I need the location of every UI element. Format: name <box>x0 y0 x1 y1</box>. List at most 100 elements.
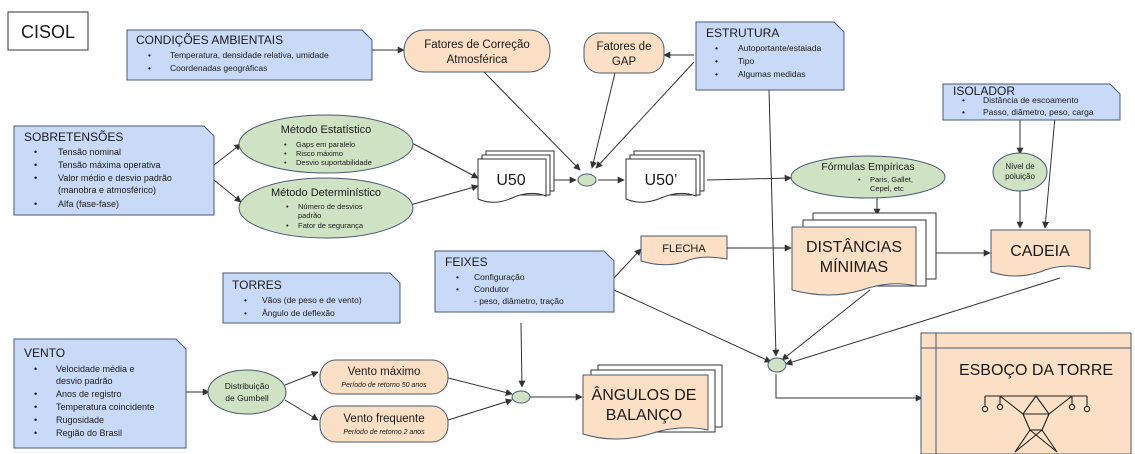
condicoes-ambientais-box: CONDIÇÕES AMBIENTAIS • Temperatura, dens… <box>126 29 373 81</box>
metodo-estatistico-title: Método Estatístico <box>281 124 372 136</box>
svg-text:•: • <box>34 199 37 209</box>
nivel-poluicao-oval: Nível de poluição <box>992 152 1048 192</box>
edge-sobretensoes-to-estatistico <box>213 143 242 166</box>
edge-feixes-to-junction2 <box>613 289 772 363</box>
svg-text:•: • <box>34 428 37 438</box>
edge-torres-to-junction3 <box>518 322 526 388</box>
svg-text:•: • <box>962 107 965 117</box>
vento-maximo-box: Vento máximo Período de retorno 50 anos <box>319 359 449 395</box>
sobretensoes-item-1: Tensão nominal <box>58 147 121 157</box>
metodo-estatistico-item-1: Gaps em paralelo <box>296 140 355 149</box>
svg-text:•: • <box>286 202 289 211</box>
svg-text:•: • <box>456 284 459 294</box>
metodo-estatistico-oval: Método Estatístico • Gaps em paralelo • … <box>238 114 414 174</box>
sobretensoes-box: SOBRETENSÕES • Tensão nominal • Tensão m… <box>13 125 215 216</box>
edge-sobretensoes-to-deterministico <box>213 179 242 203</box>
distancias-line-1: DISTÂNCIAS <box>806 237 902 256</box>
angulos-line-1: ÂNGULOS DE <box>592 385 697 404</box>
svg-text:•: • <box>34 160 37 170</box>
metodo-estatistico-item-3: Desvio suportabilidade <box>296 158 372 167</box>
formulas-empiricas-oval: Fórmulas Empíricas • Paris, Gallet, Cepe… <box>790 155 946 199</box>
vento-item-1: Velocidade média e <box>56 364 135 374</box>
estrutura-item-1: Autoportante/estaiada <box>738 43 821 53</box>
svg-text:•: • <box>456 272 459 282</box>
nivel-poluicao-line-1: Nível de <box>1005 162 1035 171</box>
vento-maximo-title: Vento máximo <box>348 366 421 378</box>
feixes-item-1: Configuração <box>474 272 525 282</box>
edge-distribuicao-to-vento-maximo <box>284 371 319 386</box>
fatores-gap-box: Fatores de GAP <box>583 32 665 74</box>
isolador-item-2: Passo, diâmetro, peso, carga <box>983 107 1094 117</box>
estrutura-title: ESTRUTURA <box>706 26 779 40</box>
vento-frequente-title: Vento frequente <box>343 413 424 425</box>
u50-prime-document: U50’ <box>625 150 705 203</box>
svg-text:•: • <box>34 389 37 399</box>
estrutura-item-2: Tipo <box>738 56 754 66</box>
angulos-line-2: BALANÇO <box>606 407 682 424</box>
edge-junction2-to-esboco <box>775 374 920 399</box>
sobretensoes-title: SOBRETENSÕES <box>24 129 123 144</box>
tower-sketch-icon <box>981 395 1091 453</box>
esboco-label: ESBOÇO DA TORRE <box>959 362 1113 379</box>
isolador-title: ISOLADOR <box>953 84 1015 98</box>
formulas-title: Fórmulas Empíricas <box>821 161 914 173</box>
metodo-deterministico-item-1b: padrão <box>298 211 321 220</box>
svg-text:•: • <box>244 295 247 305</box>
svg-text:•: • <box>34 173 37 183</box>
edge-distribuicao-to-vento-frequente <box>284 399 319 421</box>
edge-estrutura-to-junction <box>595 61 695 169</box>
svg-text:•: • <box>34 402 37 412</box>
svg-text:•: • <box>284 158 287 167</box>
edge-fatores-correcao-to-junction <box>483 71 581 171</box>
metodo-deterministico-title: Método Determinístico <box>271 187 381 199</box>
metodo-deterministico-oval: Método Determinístico • Número de desvio… <box>238 177 414 239</box>
sobretensoes-item-3b: (manobra e atmosférico) <box>58 185 156 195</box>
vento-box: VENTO • Velocidade média e desvio padrão… <box>13 338 187 449</box>
estrutura-box: ESTRUTURA • Autoportante/estaiada • Tipo… <box>695 21 845 91</box>
formulas-item-1: Paris, Gallet, <box>870 175 913 184</box>
svg-text:•: • <box>284 149 287 158</box>
edge-cadeia-to-junction2 <box>785 277 1061 366</box>
vento-item-1b: desvio padrão <box>56 376 113 386</box>
metodo-deterministico-item-2: Fator de segurança <box>298 221 364 230</box>
svg-text:•: • <box>148 63 151 73</box>
sobretensoes-item-3: Valor médio e desvio padrão <box>58 173 172 183</box>
edge-estatistico-to-u50 <box>409 141 479 179</box>
svg-text:•: • <box>286 221 289 230</box>
cisol-label-box: CISOL <box>7 11 89 51</box>
vento-item-5: Região do Brasil <box>56 428 122 438</box>
feixes-item-extra: - peso, diâmetro, tração <box>474 296 564 306</box>
vento-item-3: Temperatura coincidente <box>56 402 155 412</box>
junction-esboco <box>767 357 787 373</box>
fatores-correcao-line-1: Fatores de Correção <box>424 39 529 51</box>
isolador-item-1: Distância de escoamento <box>983 95 1079 105</box>
flecha-box: FLECHA <box>640 235 728 266</box>
edge-distancias-to-junction2 <box>781 289 871 361</box>
torres-item-1: Vãos (de peso e de vento) <box>262 295 362 305</box>
edge-u50prime-to-formulas <box>706 174 792 182</box>
isolador-box: ISOLADOR • Distância de escoamento •Pass… <box>942 83 1121 121</box>
torres-title: TORRES <box>232 278 282 292</box>
feixes-item-2: Condutor <box>474 284 509 294</box>
svg-text:•: • <box>858 175 861 184</box>
svg-text:•: • <box>244 308 247 318</box>
junction-u50 <box>577 173 597 187</box>
condicoes-title: CONDIÇÕES AMBIENTAIS <box>136 32 283 47</box>
vento-title: VENTO <box>24 346 65 360</box>
feixes-title: FEIXES <box>445 255 488 269</box>
svg-text:•: • <box>715 43 718 53</box>
edge-isolador-to-cadeia <box>1042 116 1056 229</box>
angulos-balanco-document: ÂNGULOS DE BALANÇO <box>582 364 723 440</box>
edge-gap-to-junction <box>590 72 616 169</box>
svg-text:•: • <box>715 56 718 66</box>
cisol-label: CISOL <box>21 22 75 42</box>
torres-item-2: Ângulo de deflexão <box>262 308 335 318</box>
fatores-gap-line-1: Fatores de <box>597 41 652 53</box>
distribuicao-gumbell-oval: Distribuição de Gumbell <box>207 369 287 415</box>
formulas-item-2: Cepel, etc <box>870 184 904 193</box>
edge-deterministico-to-u50 <box>409 184 479 206</box>
fatores-correcao-box: Fatores de Correção Atmosférica <box>403 29 551 73</box>
esboco-torre-box: ESBOÇO DA TORRE <box>920 332 1132 454</box>
edge-estrutura-to-junction2 <box>768 89 780 357</box>
